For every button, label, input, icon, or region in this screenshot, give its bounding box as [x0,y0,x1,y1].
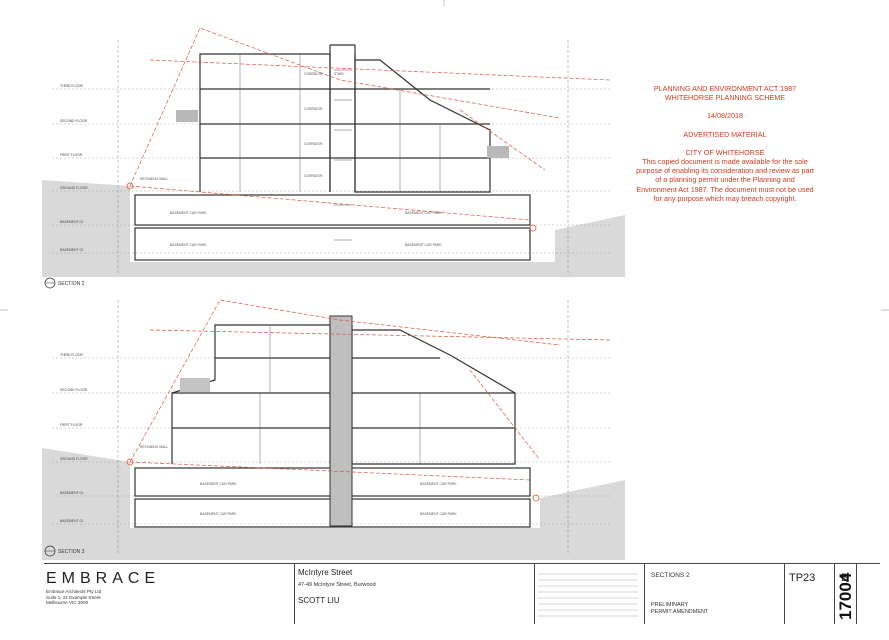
firm-city: Melbourne VIC 3000 [46,600,89,606]
stage-line-2: PERMIT AMENDMENT [651,609,709,615]
level-label-ground-floor: GROUND FLOOR [60,186,88,190]
level-label-basement-2-lower: BASEMENT 02 [60,519,83,523]
level-label-basement-1-lower: BASEMENT 01 [60,491,83,495]
retaining-wall-label-lower: RETAINING WALL [140,445,168,449]
project-address: 47-49 McIntyre Street, Burwood [298,582,376,588]
title-block: EMBRACE Embrace Architects Pty Ltd Suite… [44,563,880,624]
revision-table [538,573,638,617]
advertised-material-stamp: PLANNING AND ENVIRONMENT ACT 1987 WHITEH… [636,84,814,203]
stamp-status: ADVERTISED MATERIAL [683,129,767,139]
firm-details: Embrace Architects Pty Ltd Suite 1, 21 E… [46,589,101,606]
section-3-label: SECTION 3 [58,549,85,555]
title-block-divider [644,564,645,624]
level-label-second-floor: SECOND FLOOR [60,119,88,123]
level-label-ground-floor-lower: GROUND FLOOR [60,457,88,461]
drawing-stage: PRELIMINARY PERMIT AMENDMENT [651,602,708,616]
title-block-divider [784,564,785,624]
level-label-basement-1: BASEMENT 01 [60,220,83,224]
firm-name: Embrace Architects Pty Ltd [46,589,102,594]
client-name: SCOTT LIU [298,596,340,605]
job-number: 17004 [836,572,855,620]
section-2-label: SECTION 2 [58,281,85,287]
firm-address: Suite 1, 21 Example Street [46,594,101,600]
room-basement-car-park-upper-4: BASEMENT CAR PARK [405,243,442,247]
section-3-drawing: THIRD FLOOR SECOND FLOOR FIRST FLOOR GRO… [42,299,625,560]
title-block-divider [294,564,295,624]
room-basement-car-park-lower-3: BASEMENT CAR PARK [200,512,237,516]
stamp-act-line: PLANNING AND ENVIRONMENT ACT 1987 [653,84,797,93]
room-corridor-upper-3: CORRIDOR [304,142,323,146]
room-corridor-upper-2: CORRIDOR [304,107,323,111]
stamp-date: 14/08/2018 [707,111,743,121]
section-2-drawing: THIRD FLOOR SECOND FLOOR FIRST FLOOR GRO… [42,27,625,289]
room-basement-car-park-lower-4: BASEMENT CAR PARK [420,512,457,516]
room-basement-car-park-upper-3: BASEMENT CAR PARK [170,243,207,247]
level-label-second-floor-lower: SECOND FLOOR [60,388,88,392]
level-label-first-floor: FIRST FLOOR [60,153,83,157]
revision-letter: B [841,572,849,584]
drawing-number: TP23 [789,572,816,584]
retaining-wall-label-upper: RETAINING WALL [140,177,168,181]
sheet-title: SECTIONS 2 [651,572,690,579]
stamp-disclaimer: This copied document is made available f… [636,157,814,203]
room-corridor-upper-4: CORRIDOR [304,174,323,178]
stamp-council: CITY OF WHITEHORSE [685,147,765,157]
level-label-third-floor-lower: THIRD FLOOR [60,353,84,357]
title-block-divider [856,564,857,624]
room-basement-car-park-lower-2: BASEMENT CAR PARK [420,482,457,486]
level-label-first-floor-lower: FIRST FLOOR [60,423,83,427]
level-label-basement-2: BASEMENT 02 [60,248,83,252]
title-block-divider [534,564,535,624]
project-street: McIntyre Street [298,568,353,577]
room-basement-car-park-upper-1: BASEMENT CAR PARK [170,211,207,215]
room-basement-car-park-lower-1: BASEMENT CAR PARK [200,482,237,486]
title-block-divider [834,564,835,624]
room-corridor-upper-1: CORRIDOR [304,72,323,76]
room-basement-car-park-upper-2: BASEMENT CAR PARK [405,211,442,215]
stamp-scheme-line: WHITEHORSE PLANNING SCHEME [664,93,786,103]
job-number-wrap: 17004 [836,573,883,640]
firm-logo: EMBRACE [46,570,161,587]
level-label-third-floor: THIRD FLOOR [60,84,84,88]
room-stair-upper: STAIR [334,72,344,76]
stage-line-1: PRELIMINARY [651,602,689,608]
